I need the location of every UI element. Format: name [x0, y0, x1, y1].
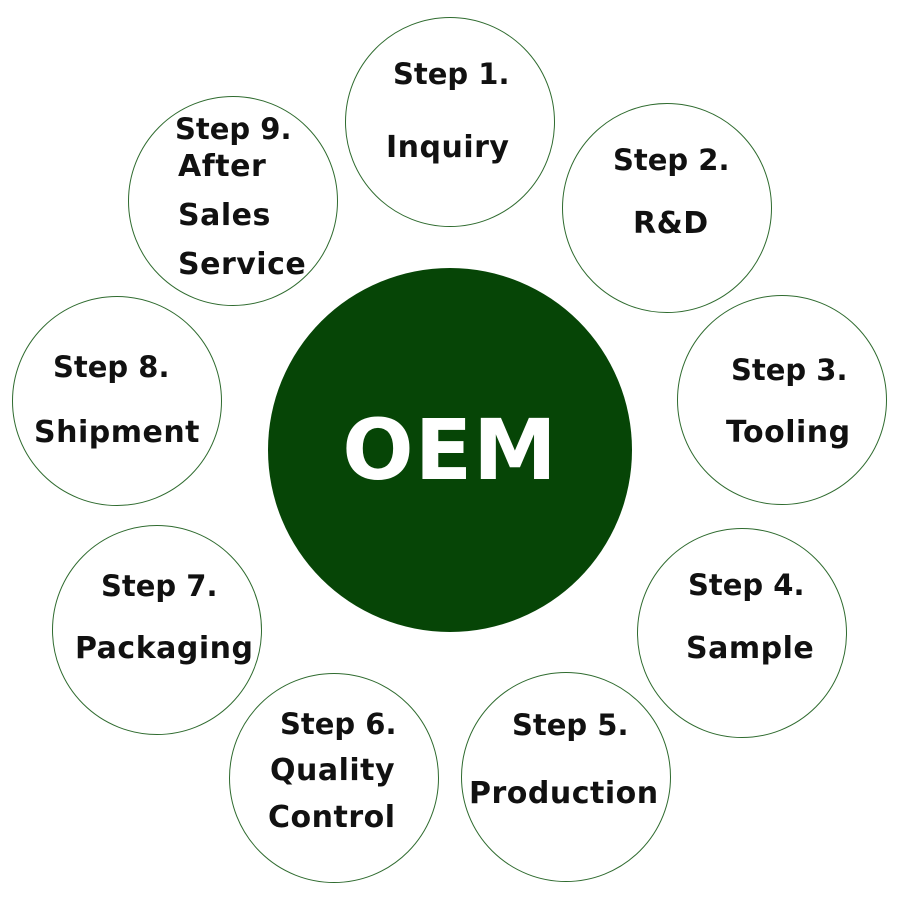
step-6-circle: Step 6. Quality Control — [229, 673, 439, 883]
step-6-title: Step 6. — [280, 707, 397, 741]
step-3-label: Tooling — [726, 415, 851, 450]
step-8-circle: Step 8. Shipment — [12, 296, 222, 506]
oem-center-circle: OEM — [268, 268, 632, 632]
step-2-title: Step 2. — [613, 143, 730, 177]
step-9-label-line-1: After — [178, 149, 267, 184]
step-4-title: Step 4. — [688, 568, 805, 602]
step-5-circle: Step 5. Production — [461, 672, 671, 882]
step-5-label: Production — [469, 776, 659, 811]
step-7-title: Step 7. — [101, 569, 218, 603]
step-3-circle: Step 3. Tooling — [677, 295, 887, 505]
step-4-label: Sample — [686, 631, 815, 666]
step-4-circle: Step 4. Sample — [637, 528, 847, 738]
step-8-label: Shipment — [34, 415, 201, 450]
step-2-label: R&D — [633, 206, 709, 241]
step-9-label-line-3: Service — [178, 247, 307, 282]
step-3-title: Step 3. — [731, 353, 848, 387]
step-7-circle: Step 7. Packaging — [52, 525, 262, 735]
step-9-title: Step 9. — [175, 112, 292, 146]
step-9-label-line-2: Sales — [178, 198, 271, 233]
step-1-title: Step 1. — [393, 57, 510, 91]
step-8-title: Step 8. — [53, 350, 170, 384]
step-2-circle: Step 2. R&D — [562, 103, 772, 313]
step-7-label: Packaging — [75, 631, 254, 666]
step-1-label: Inquiry — [386, 130, 510, 165]
step-1-circle: Step 1. Inquiry — [345, 17, 555, 227]
step-6-label-line-2: Control — [268, 800, 396, 835]
step-6-label-line-1: Quality — [270, 753, 396, 788]
step-5-title: Step 5. — [512, 708, 629, 742]
oem-center-label: OEM — [342, 401, 558, 499]
step-9-circle: Step 9. After Sales Service — [128, 96, 338, 306]
